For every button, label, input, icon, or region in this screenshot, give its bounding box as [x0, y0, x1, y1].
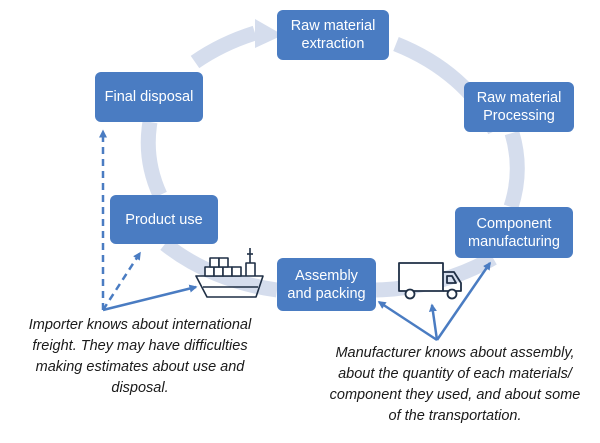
importer-connectors [99, 129, 198, 312]
ship-icon [195, 248, 264, 298]
stage-label: Product use [125, 211, 203, 228]
stage-label: Assembly and packing [287, 267, 366, 302]
stage-label: Component manufacturing [468, 215, 560, 250]
stage-label: Raw material extraction [290, 18, 376, 52]
stage-raw-material-extraction: Raw material extraction [277, 10, 389, 60]
stage-product-use: Product use [110, 195, 218, 244]
stage-label: Final disposal [104, 89, 194, 105]
manufacturer-caption: Manufacturer knows about assembly, about… [329, 345, 581, 424]
manufacturer-connectors [377, 261, 492, 342]
stage-raw-material-processing: Raw material Processing [464, 82, 574, 132]
stage-label: Raw material Processing [476, 90, 562, 124]
truck-icon [398, 262, 462, 300]
stage-assembly-and-packing: Assembly and packing [277, 258, 376, 311]
importer-caption: Importer knows about international freig… [28, 317, 252, 396]
stage-component-manufacturing: Component manufacturing [455, 207, 573, 258]
stage-final-disposal: Final disposal [95, 72, 203, 122]
